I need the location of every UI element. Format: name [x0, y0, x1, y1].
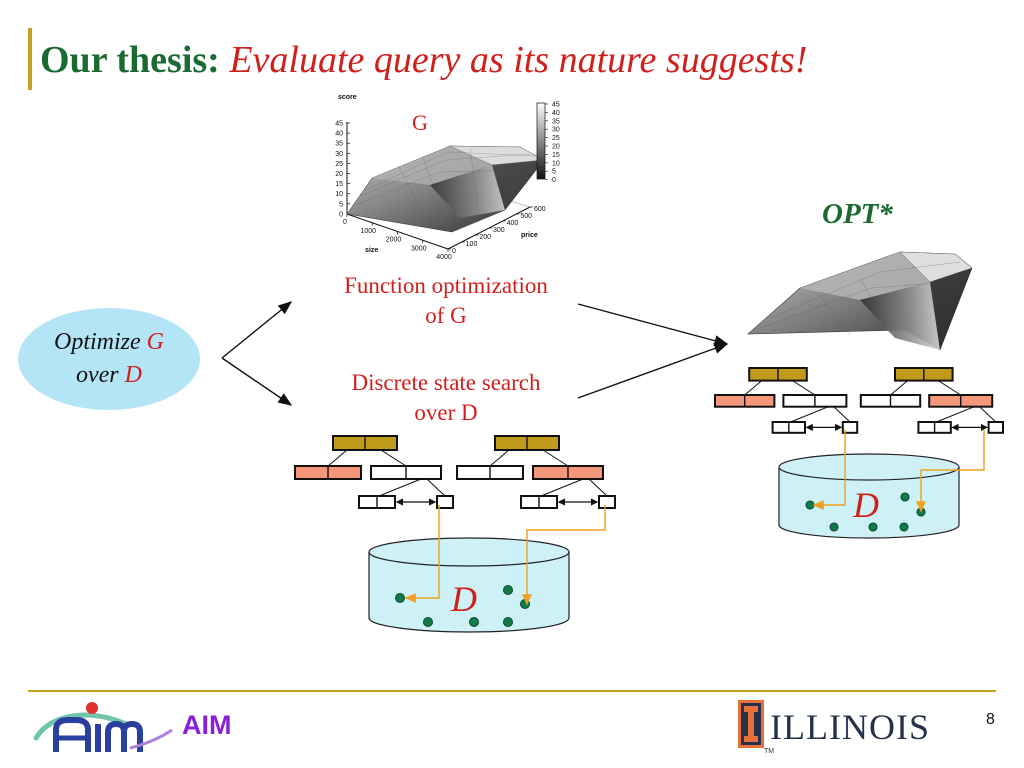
y-axis-label: price [521, 232, 538, 239]
state-search-line2: over D [414, 400, 478, 425]
database-record-dot [395, 593, 405, 603]
y-tick-label: 300 [493, 227, 505, 234]
database-cylinder [778, 467, 960, 539]
arrow-to-function-optimization [221, 301, 293, 359]
slide-title: Our thesis: Evaluate query as its nature… [40, 38, 807, 82]
x-tick-label: 3000 [411, 245, 427, 252]
illinois-logo-text: ILLINOIS [770, 707, 930, 747]
x-axis-label: size [365, 247, 378, 254]
y-tick-label: 500 [520, 213, 532, 220]
aim-logo-icon [33, 702, 173, 752]
arrow-opt-top [577, 303, 729, 347]
colorbar-tick-label: 20 [552, 144, 560, 151]
record-pointer [404, 505, 440, 603]
function-optimization-label: Function optimization of G [296, 271, 596, 331]
y-tick-label: 100 [466, 241, 478, 248]
z-tick-label: 25 [335, 161, 343, 168]
query-node-prefix-2: over [76, 362, 125, 388]
query-node-var-d: D [124, 362, 142, 388]
database-record-dot [900, 492, 910, 502]
database-record-dot [423, 617, 433, 627]
x-tick-label: 4000 [436, 254, 452, 261]
page-number: 8 [986, 711, 995, 728]
title-emphasis: Evaluate query as its nature suggests! [229, 39, 808, 81]
function-optimization-line2: of G [425, 303, 467, 328]
index-leaf-node [987, 421, 1004, 434]
z-axis-label: score [338, 94, 357, 101]
footer-rule [28, 690, 996, 692]
query-node-prefix-1: Optimize [53, 329, 147, 355]
x-tick-label: 1000 [360, 228, 376, 235]
record-pointer [812, 430, 846, 510]
record-pointer [916, 430, 985, 513]
database-record-dot [829, 522, 839, 532]
opt-star-label: OPT* [822, 198, 893, 230]
arrow-opt-bottom [577, 343, 729, 399]
database-label-left: D [451, 579, 477, 619]
record-pointer [522, 505, 606, 606]
illinois-block-i-icon [738, 700, 764, 748]
opt-surface [747, 251, 973, 351]
database-record-dot [868, 522, 878, 532]
colorbar-tick-label: 5 [552, 169, 556, 176]
z-tick-label: 40 [335, 131, 343, 138]
query-node-var-g: G [146, 329, 164, 355]
aim-logo-text: AIM [182, 710, 232, 740]
colorbar-tick-label: 45 [552, 102, 560, 109]
colorbar-tick-label: 15 [552, 152, 560, 159]
database-cylinder [368, 552, 570, 633]
y-tick-label: 400 [507, 220, 519, 227]
database-cylinder-top [778, 453, 960, 481]
database-record-dot [899, 522, 909, 532]
title-accent-bar [28, 28, 32, 90]
surface-plot-label: G [412, 110, 428, 135]
index-structure-right [714, 367, 1004, 539]
z-tick-label: 45 [335, 121, 343, 128]
query-node [18, 308, 200, 410]
index-structure-left [294, 435, 616, 633]
x-tick-label: 0 [343, 219, 347, 226]
y-tick-label: 200 [479, 234, 491, 241]
z-tick-label: 0 [339, 211, 343, 218]
z-tick-label: 30 [335, 151, 343, 158]
colorbar-tick-label: 0 [552, 177, 556, 184]
database-label-right: D [853, 485, 879, 525]
arrow-to-state-search [221, 357, 293, 406]
function-optimization-line1: Function optimization [344, 273, 548, 298]
trademark-text: TM [764, 748, 775, 755]
index-leaf-node [598, 495, 616, 509]
colorbar-tick-label: 30 [552, 127, 560, 134]
x-tick-label: 2000 [386, 237, 402, 244]
database-record-dot [469, 617, 479, 627]
z-tick-label: 20 [335, 171, 343, 178]
state-search-label: Discrete state search over D [296, 368, 596, 428]
z-tick-label: 35 [335, 141, 343, 148]
state-search-line1: Discrete state search [351, 370, 541, 395]
colorbar-tick-label: 35 [552, 118, 560, 125]
z-tick-label: 15 [335, 181, 343, 188]
database-record-dot [503, 617, 513, 627]
colorbar [536, 102, 546, 180]
database-record-dot [520, 599, 530, 609]
z-tick-label: 10 [335, 191, 343, 198]
database-cylinder-top [368, 537, 570, 567]
z-tick-label: 5 [339, 201, 343, 208]
y-tick-label: 600 [534, 206, 546, 213]
database-record-dot [503, 585, 513, 595]
title-lead: Our thesis: [40, 39, 220, 81]
colorbar-tick-label: 40 [552, 110, 560, 117]
colorbar-tick-label: 25 [552, 135, 560, 142]
colorbar-tick-label: 10 [552, 160, 560, 167]
query-node-text: Optimize G over D [18, 326, 200, 392]
database-record-dot [805, 500, 815, 510]
y-tick-label: 0 [452, 248, 456, 255]
